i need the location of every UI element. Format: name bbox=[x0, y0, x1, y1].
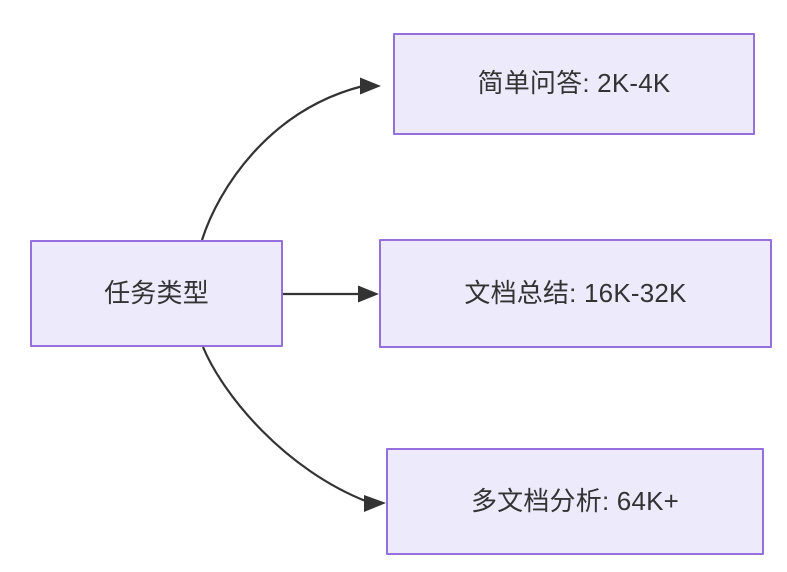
node-task-type[interactable]: 任务类型 bbox=[30, 240, 283, 347]
node-doc-summary-label: 文档总结: 16K-32K bbox=[464, 277, 687, 308]
node-multi-doc-analysis[interactable]: 多文档分析: 64K+ bbox=[386, 448, 764, 555]
edge-to-multi-doc bbox=[201, 346, 369, 504]
arrowhead-to-multi-doc bbox=[364, 495, 386, 512]
node-simple-qa[interactable]: 简单问答: 2K-4K bbox=[393, 33, 755, 135]
edge-to-simple-qa bbox=[200, 84, 364, 241]
node-task-type-label: 任务类型 bbox=[104, 277, 209, 308]
arrowhead-to-doc-summary bbox=[358, 285, 379, 303]
arrowhead-to-simple-qa bbox=[360, 77, 381, 95]
node-multi-doc-analysis-label: 多文档分析: 64K+ bbox=[470, 485, 680, 516]
node-doc-summary[interactable]: 文档总结: 16K-32K bbox=[379, 239, 772, 348]
node-simple-qa-label: 简单问答: 2K-4K bbox=[477, 68, 671, 99]
